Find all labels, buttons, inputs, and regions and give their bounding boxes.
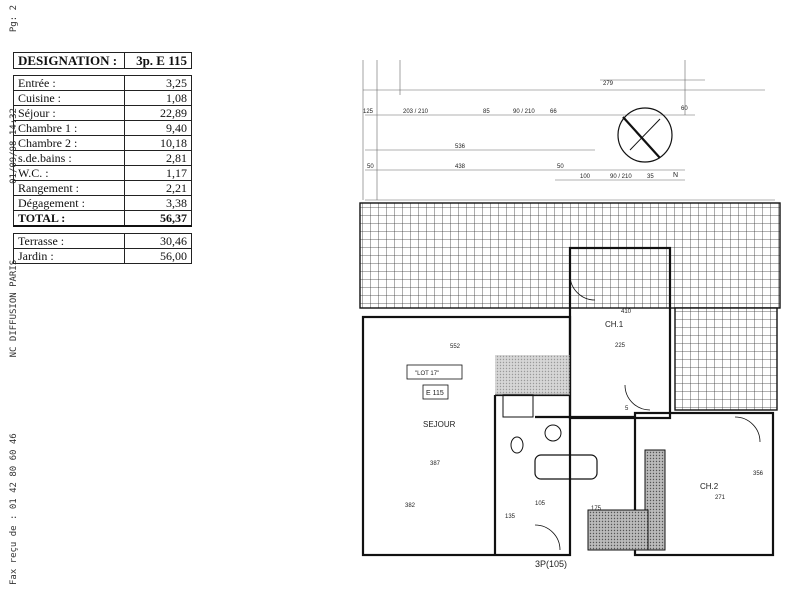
unit-label: E 115 (426, 390, 444, 397)
dim-label: 387 (430, 461, 441, 467)
unit-tag (422, 384, 449, 400)
sink (544, 424, 562, 442)
designation-label: DESIGNATION : (13, 52, 125, 69)
area-row: Dégagement :3,38 (13, 195, 192, 211)
area-value: 2,21 (124, 180, 192, 196)
dim-label: 50 (367, 164, 374, 170)
dim-label: 203 / 210 (403, 109, 429, 115)
dim-label: 85 (483, 109, 490, 115)
dim-label: 536 (455, 144, 466, 150)
total-label: TOTAL : (13, 210, 125, 227)
area-row: s.de.bains :2,81 (13, 150, 192, 166)
area-label: Chambre 1 : (13, 120, 125, 136)
area-value: 1,08 (124, 90, 192, 106)
dim-label: 225 (615, 343, 626, 349)
dim-label: 356 (753, 471, 764, 477)
area-label: Séjour : (13, 105, 125, 121)
designation-row: DESIGNATION : 3p. E 115 (13, 52, 192, 69)
dim-label: 35 (647, 174, 654, 180)
garden-lines (362, 60, 775, 201)
wardrobe (587, 509, 649, 551)
dim-label: 105 (535, 501, 546, 507)
room-ch1: CH.1 (605, 320, 624, 329)
door-swings (534, 274, 761, 551)
area-table: DESIGNATION : 3p. E 115 Entrée :3,25 Cui… (13, 52, 192, 264)
area-value: 10,18 (124, 135, 192, 151)
area-value: 1,17 (124, 165, 192, 181)
area-label: Cuisine : (13, 90, 125, 106)
toilet (510, 436, 524, 454)
plan-label: 3P(105) (535, 559, 567, 569)
terrace-right (674, 307, 778, 411)
lot-tag (406, 364, 463, 380)
area-label: Dégagement : (13, 195, 125, 211)
extra-row: Terrasse :30,46 (13, 233, 192, 249)
wardrobe (644, 449, 666, 551)
area-value: 22,89 (124, 105, 192, 121)
extra-value: 30,46 (124, 233, 192, 249)
area-row: Cuisine :1,08 (13, 90, 192, 106)
dim-label: 90 / 210 (513, 109, 535, 115)
compass-icon: N (617, 107, 678, 179)
dimension-labels: 279 125 203 / 210 85 90 / 210 66 60 536 … (363, 81, 688, 180)
area-row: W.C. :1,17 (13, 165, 192, 181)
area-label: Rangement : (13, 180, 125, 196)
area-row: Entrée :3,25 (13, 75, 192, 91)
area-row: Chambre 1 :9,40 (13, 120, 192, 136)
dim-label: 552 (450, 344, 461, 350)
designation-value: 3p. E 115 (124, 52, 192, 69)
fax-phone: Fax reçu de : 01 42 80 60 46 (9, 433, 19, 585)
kitchen-shading (495, 355, 570, 395)
extra-row: Jardin :56,00 (13, 248, 192, 264)
area-row: Séjour :22,89 (13, 105, 192, 121)
area-label: W.C. : (13, 165, 125, 181)
area-row: Chambre 2 :10,18 (13, 135, 192, 151)
floor-plan: 279 125 203 / 210 85 90 / 210 66 60 536 … (359, 60, 781, 569)
dim-label: 100 (580, 174, 591, 180)
extra-label: Jardin : (13, 248, 125, 264)
fax-page: Pg: 2 (9, 5, 19, 33)
dim-label: 271 (715, 495, 726, 501)
dim-label: 50 (557, 164, 564, 170)
dim-label: 175 (591, 506, 602, 512)
dim-label: 135 (505, 514, 516, 520)
room-sejour: SEJOUR (423, 420, 456, 429)
lot-label: "LOT 17" (415, 371, 439, 377)
dim-label: 90 / 210 (610, 174, 632, 180)
extra-label: Terrasse : (13, 233, 125, 249)
dim-label: 5 (625, 406, 629, 412)
room-ch2: CH.2 (700, 482, 719, 491)
dim-label: 60 (681, 106, 688, 112)
area-value: 3,38 (124, 195, 192, 211)
dim-label: 410 (621, 309, 632, 315)
area-label: Chambre 2 : (13, 135, 125, 151)
bathtub (534, 454, 598, 480)
stove (502, 394, 534, 418)
area-value: 2,81 (124, 150, 192, 166)
area-row: Rangement :2,21 (13, 180, 192, 196)
dim-label: 279 (603, 81, 614, 87)
area-label: s.de.bains : (13, 150, 125, 166)
fax-sender: NC DIFFUSION PARIS (9, 259, 19, 358)
extra-value: 56,00 (124, 248, 192, 264)
interior-dims: 552 410 225 387 382 105 356 271 175 135 … (405, 309, 764, 520)
dim-label: 382 (405, 503, 416, 509)
north-label: N (673, 172, 678, 179)
area-value: 3,25 (124, 75, 192, 91)
dim-label: 125 (363, 109, 374, 115)
total-row: TOTAL : 56,37 (13, 210, 192, 227)
dim-label: 438 (455, 164, 466, 170)
dim-label: 66 (550, 109, 557, 115)
area-value: 9,40 (124, 120, 192, 136)
total-value: 56,37 (124, 210, 192, 227)
area-label: Entrée : (13, 75, 125, 91)
